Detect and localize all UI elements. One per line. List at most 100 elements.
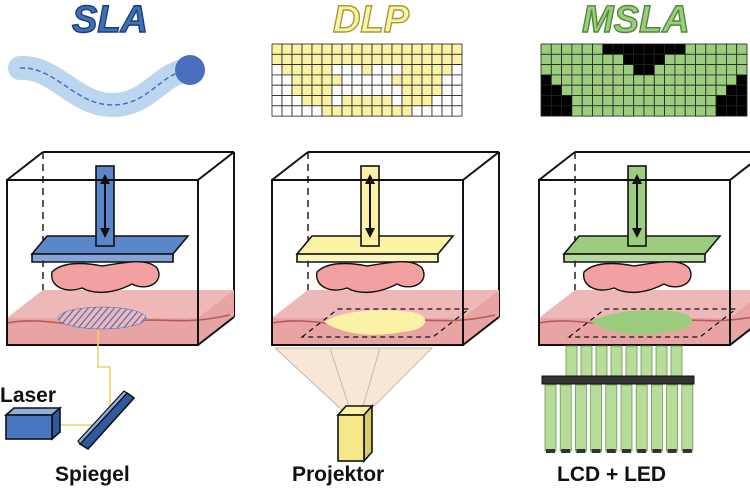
grid-pixel bbox=[351, 64, 363, 76]
resin-surface bbox=[539, 290, 750, 318]
grid-pixel bbox=[674, 53, 686, 65]
grid-pixel bbox=[351, 43, 363, 55]
grid-pixel bbox=[291, 64, 303, 76]
grid-pixel bbox=[371, 74, 383, 86]
grid-pixel bbox=[561, 84, 573, 96]
grid-pixel bbox=[684, 74, 696, 86]
grid-pixel bbox=[561, 105, 573, 117]
grid-pixel bbox=[550, 74, 562, 86]
grid-pixel bbox=[581, 95, 593, 107]
grid-pixel bbox=[726, 95, 738, 107]
grid-pixel bbox=[664, 53, 676, 65]
grid-pixel bbox=[381, 84, 393, 96]
grid-pixel bbox=[581, 105, 593, 117]
grid-pixel bbox=[401, 105, 413, 117]
grid-pixel bbox=[441, 95, 453, 107]
grid-pixel bbox=[623, 84, 635, 96]
grid-pixel bbox=[441, 64, 453, 76]
grid-pixel bbox=[653, 43, 665, 55]
grid-pixel bbox=[623, 74, 635, 86]
grid-pixel bbox=[331, 74, 343, 86]
grid-pixel bbox=[311, 105, 323, 117]
grid-pixel bbox=[281, 43, 293, 55]
light-column-upper bbox=[580, 345, 593, 379]
grid-pixel bbox=[371, 43, 383, 55]
dlp-vat-box bbox=[271, 151, 500, 346]
grid-pixel bbox=[381, 53, 393, 65]
grid-pixel bbox=[341, 64, 353, 76]
grid-pixel bbox=[351, 74, 363, 86]
build-plate-edge bbox=[31, 253, 174, 263]
light-column-upper bbox=[640, 345, 653, 379]
mirror-icon bbox=[77, 390, 136, 451]
grid-pixel bbox=[341, 84, 353, 96]
grid-pixel bbox=[684, 84, 696, 96]
grid-pixel bbox=[726, 105, 738, 117]
grid-pixel bbox=[361, 84, 373, 96]
grid-pixel bbox=[736, 74, 748, 86]
grid-pixel bbox=[633, 53, 645, 65]
light-column-lower bbox=[651, 384, 663, 452]
grid-pixel bbox=[431, 105, 443, 117]
sla-vat-box bbox=[6, 151, 235, 346]
grid-pixel bbox=[291, 95, 303, 107]
grid-pixel bbox=[431, 95, 443, 107]
grid-pixel bbox=[401, 43, 413, 55]
grid-pixel bbox=[451, 95, 463, 107]
grid-pixel bbox=[361, 43, 373, 55]
grid-pixel bbox=[411, 74, 423, 86]
grid-pixel bbox=[571, 43, 583, 55]
grid-pixel bbox=[633, 43, 645, 55]
grid-pixel bbox=[571, 84, 583, 96]
grid-pixel bbox=[271, 84, 283, 96]
grid-pixel bbox=[411, 84, 423, 96]
light-column-upper bbox=[670, 345, 683, 379]
grid-pixel bbox=[705, 64, 717, 76]
printed-part bbox=[316, 261, 425, 294]
grid-pixel bbox=[726, 64, 738, 76]
grid-pixel bbox=[695, 43, 707, 55]
grid-pixel bbox=[602, 64, 614, 76]
grid-pixel bbox=[561, 95, 573, 107]
resin-surface bbox=[272, 290, 499, 318]
grid-pixel bbox=[581, 43, 593, 55]
dlp-pixel-grid bbox=[271, 43, 463, 117]
grid-pixel bbox=[695, 53, 707, 65]
grid-pixel bbox=[401, 95, 413, 107]
grid-pixel bbox=[401, 53, 413, 65]
grid-pixel bbox=[411, 53, 423, 65]
grid-pixel bbox=[411, 43, 423, 55]
grid-pixel bbox=[381, 74, 393, 86]
grid-pixel bbox=[351, 53, 363, 65]
grid-pixel bbox=[581, 64, 593, 76]
light-column-lower bbox=[620, 384, 633, 452]
grid-pixel bbox=[736, 84, 748, 96]
grid-pixel bbox=[351, 105, 363, 117]
grid-pixel bbox=[602, 53, 614, 65]
grid-pixel bbox=[674, 74, 686, 86]
grid-pixel bbox=[401, 64, 413, 76]
grid-pixel bbox=[705, 43, 717, 55]
msla-vat-box bbox=[538, 151, 750, 346]
grid-pixel bbox=[311, 95, 323, 107]
box-front-face bbox=[6, 179, 199, 346]
grid-pixel bbox=[705, 84, 717, 96]
grid-pixel bbox=[540, 95, 552, 107]
build-plate-edge bbox=[563, 253, 706, 263]
grid-pixel bbox=[540, 43, 552, 55]
arrow-down-icon bbox=[100, 228, 110, 238]
grid-pixel bbox=[664, 105, 676, 117]
grid-pixel bbox=[643, 84, 655, 96]
grid-pixel bbox=[705, 53, 717, 65]
light-column-lower bbox=[605, 384, 618, 452]
grid-pixel bbox=[623, 53, 635, 65]
grid-pixel bbox=[695, 105, 707, 117]
grid-pixel bbox=[281, 74, 293, 86]
light-column-upper bbox=[610, 345, 623, 379]
projector-icon bbox=[336, 403, 374, 464]
grid-pixel bbox=[643, 74, 655, 86]
grid-pixel bbox=[391, 84, 403, 96]
grid-pixel bbox=[291, 105, 303, 117]
grid-pixel bbox=[581, 84, 593, 96]
